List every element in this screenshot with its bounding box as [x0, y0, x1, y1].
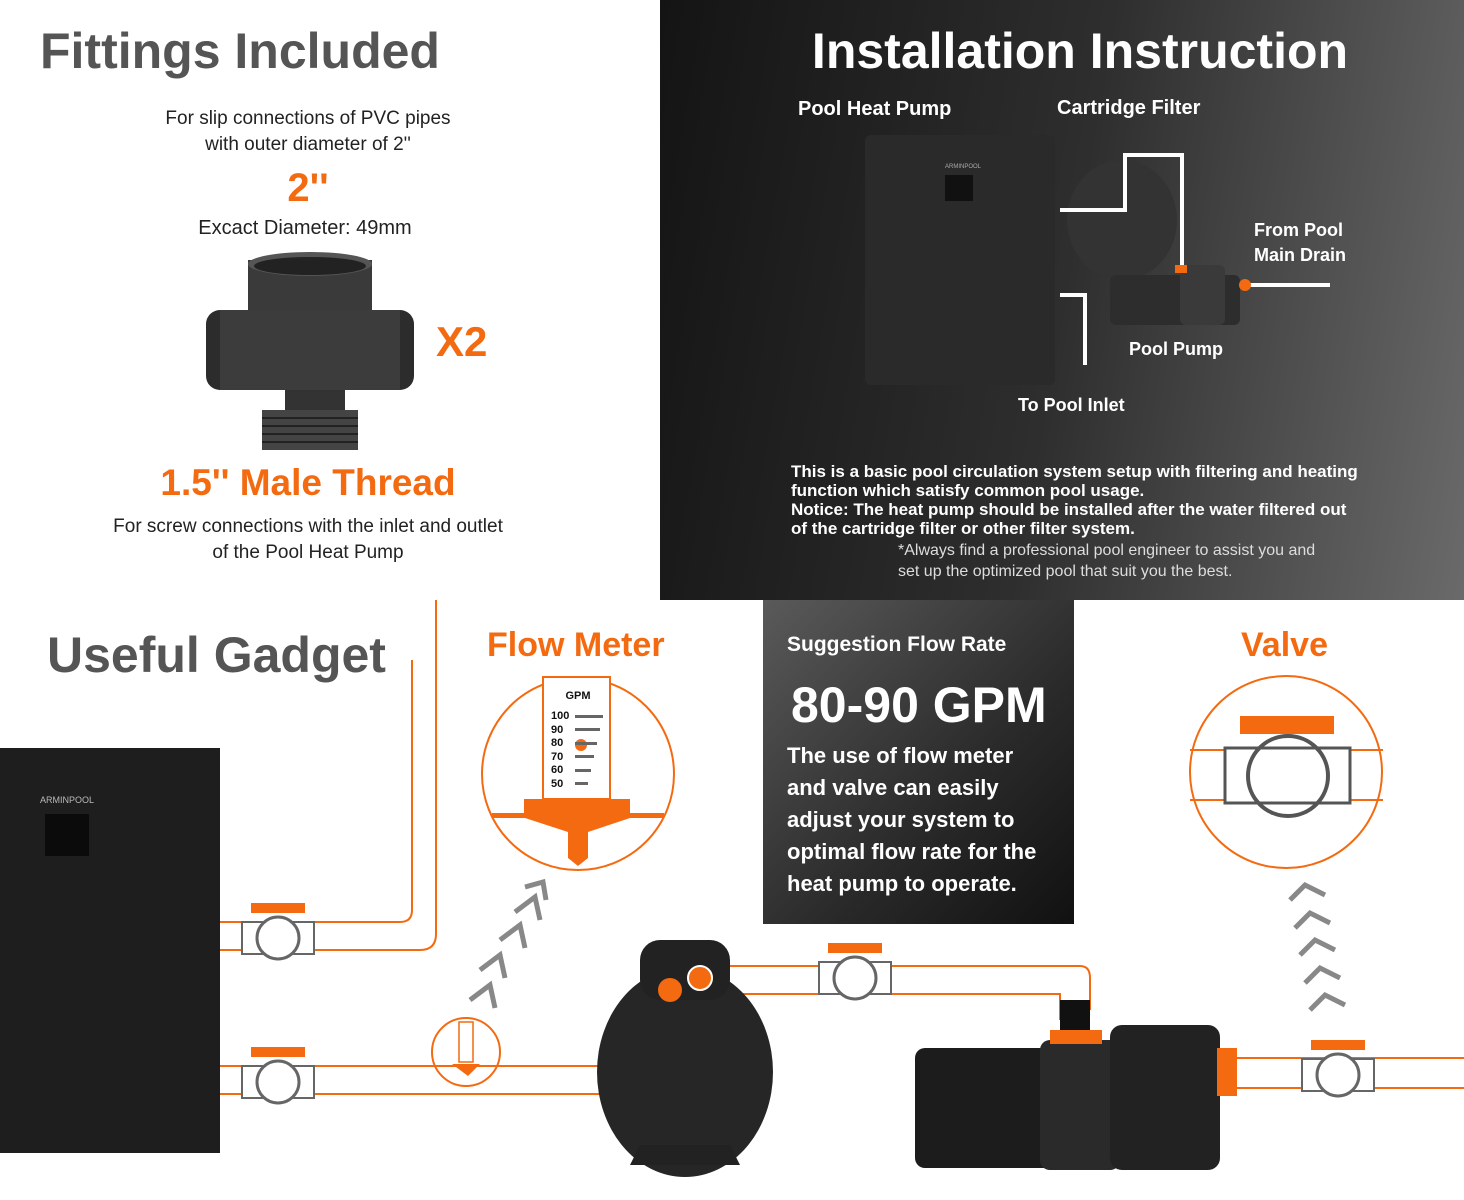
- gauge-tick: 100: [551, 710, 608, 724]
- flow-rate: 80-90 GPM: [791, 677, 1047, 733]
- gadget-title: Useful Gadget: [47, 627, 386, 683]
- desc-line: optimal flow rate for the: [787, 839, 1037, 864]
- note-line: function which satisfy common pool usage…: [791, 481, 1145, 500]
- desc-line: For slip connections of PVC pipes: [165, 108, 451, 129]
- union-fitting-image: [206, 252, 414, 450]
- gauge-unit: GPM: [565, 690, 591, 702]
- label-cartridge-filter: Cartridge Filter: [1057, 97, 1201, 119]
- exact-diameter: Excact Diameter: 49mm: [198, 217, 412, 239]
- note-line: This is a basic pool circulation system …: [791, 462, 1358, 481]
- valve-icon: [1301, 1040, 1375, 1098]
- desc-line: heat pump to operate.: [787, 871, 1017, 896]
- gauge-tick: 90: [551, 724, 608, 738]
- label-line: Main Drain: [1254, 245, 1347, 265]
- desc-line: with outer diameter of 2'': [205, 134, 411, 155]
- flow-description: The use of flow meter and valve can easil…: [787, 740, 1036, 900]
- flow-heading: Suggestion Flow Rate: [787, 633, 1007, 656]
- valve-title: Valve: [1241, 626, 1328, 664]
- flow-rate-box: [763, 600, 1074, 924]
- fittings-desc: For slip connections of PVC pipes with ou…: [0, 106, 616, 158]
- desc-line: of the Pool Heat Pump: [212, 542, 404, 563]
- installation-diagram: ARMINPOOL: [865, 135, 1330, 385]
- note-line: set up the optimized pool that suit you …: [898, 563, 1233, 580]
- valve-icon: [818, 943, 892, 1001]
- label-line: From Pool: [1254, 220, 1343, 240]
- note-line: of the cartridge filter or other filter …: [791, 519, 1135, 538]
- thread-title: 1.5'' Male Thread: [160, 462, 456, 503]
- gauge-tick: 80: [551, 737, 608, 751]
- brand-logo: ARMINPOOL: [945, 164, 982, 170]
- installation-title: Installation Instruction: [811, 23, 1349, 79]
- desc-line: and valve can easily: [787, 775, 999, 800]
- installation-notes: This is a basic pool circulation system …: [791, 462, 1358, 538]
- gadget-diagram: ARMINPOOL: [0, 600, 1464, 1177]
- quantity: X2: [436, 318, 488, 365]
- gauge-tick: 50: [551, 778, 608, 792]
- desc-line: The use of flow meter: [787, 743, 1014, 768]
- fitting-size: 2'': [287, 166, 329, 210]
- brand-logo: ARMINPOOL: [40, 795, 94, 805]
- gauge-tick: 70: [551, 751, 608, 765]
- thread-desc: For screw connections with the inlet and…: [0, 514, 616, 566]
- label-pool-pump: Pool Pump: [1129, 339, 1223, 359]
- note-line: *Always find a professional pool enginee…: [898, 542, 1316, 559]
- flow-meter-title: Flow Meter: [487, 626, 665, 664]
- valve-icon: [241, 903, 315, 961]
- desc-line: For screw connections with the inlet and…: [113, 516, 503, 537]
- desc-line: adjust your system to: [787, 807, 1015, 832]
- label-heat-pump: Pool Heat Pump: [798, 98, 952, 120]
- fittings-title: Fittings Included: [40, 23, 440, 79]
- installation-panel: [660, 0, 1464, 600]
- note-line: Notice: The heat pump should be installe…: [791, 500, 1347, 519]
- disclaimer: *Always find a professional pool enginee…: [898, 540, 1315, 582]
- valve-icon: [241, 1047, 315, 1105]
- label-pool-inlet: To Pool Inlet: [1018, 395, 1125, 415]
- gauge-tick: 60: [551, 764, 608, 778]
